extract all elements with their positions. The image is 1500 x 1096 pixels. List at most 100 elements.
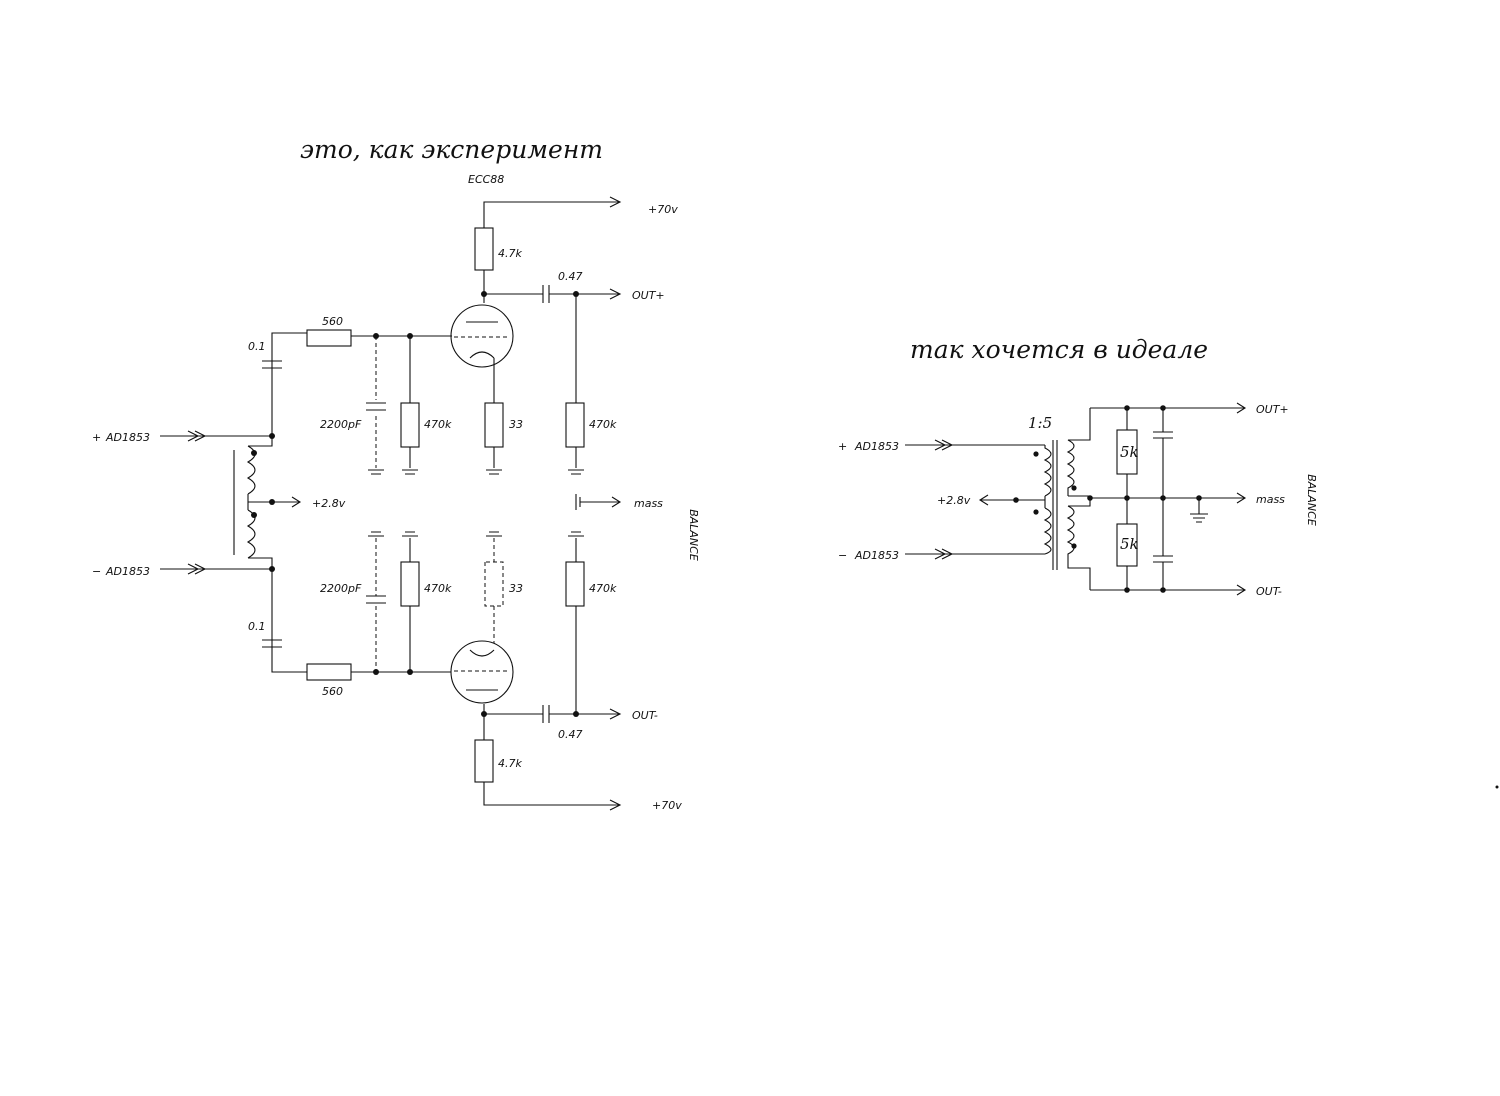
r-secondary-winding-b: [1066, 505, 1091, 590]
input-minus-label: AD1853: [105, 565, 150, 578]
r-resistor-top: [1116, 429, 1138, 475]
stray-dot: [1495, 785, 1499, 789]
shunt-capacitor-top-label: 2200pF: [320, 418, 362, 431]
r-secondary-center-tap: [1068, 495, 1091, 507]
r-phase-dot-b: [1033, 509, 1039, 515]
ground-symbol-b: [402, 469, 418, 475]
tube-bottom: [450, 640, 514, 704]
grid-resistor-top: [400, 402, 420, 448]
grid-resistor-top-label: 470k: [424, 418, 452, 431]
ground-symbol-a: [368, 469, 384, 475]
load-resistor-bottom-wire: [568, 531, 584, 714]
out-plus-label: OUT+: [632, 289, 665, 302]
output-capacitor-bottom: [542, 705, 550, 723]
tube-label: ECC88: [468, 173, 504, 186]
r-bias-label: +2.8v: [937, 494, 971, 507]
input-wire-top: [271, 332, 307, 436]
r-bias-wire: [980, 496, 1046, 508]
shunt-capacitor-bottom-label: 2200pF: [320, 582, 362, 595]
supply-wire-top: [483, 201, 620, 228]
cathode-resistor-bottom: [484, 538, 504, 645]
output-capacitor-top-label: 0.47: [558, 270, 583, 283]
supply-wire-bottom: [483, 782, 620, 806]
out-minus-label: OUT-: [632, 709, 658, 722]
transformer-wire-top: [248, 436, 273, 447]
input-wire-bottom: [271, 569, 307, 673]
r-bias-junction: [1013, 497, 1019, 503]
r-phase-dot-d: [1071, 543, 1077, 549]
r-primary-winding-b: [1043, 507, 1052, 555]
r-junction-f: [1160, 587, 1166, 593]
r-resistor-bottom: [1116, 523, 1138, 567]
r-primary-winding-a: [1043, 445, 1052, 497]
r-phase-dot-c: [1071, 485, 1077, 491]
input-plus-label: AD1853: [105, 431, 150, 444]
load-resistor-bottom: [565, 561, 585, 607]
r-input-plus-label: AD1853: [854, 440, 899, 453]
r-secondary-winding-a: [1066, 408, 1091, 496]
series-resistor-top: [306, 329, 352, 347]
r-junction-c: [1124, 587, 1130, 593]
r-input-plus-sign: +: [838, 440, 847, 453]
series-resistor-bottom-label: 560: [322, 685, 343, 698]
series-resistor-bottom: [306, 663, 352, 681]
bias-arrow: [291, 496, 302, 508]
r-bias-arrow: [978, 494, 989, 506]
load-resistor-top-label: 470k: [589, 418, 617, 431]
cathode-resistor-top-label: 33: [509, 418, 523, 431]
tube-top-cathode: [469, 351, 495, 359]
output-capacitor-bottom-label: 0.47: [558, 728, 583, 741]
grid-junction-bottom-a: [373, 669, 379, 675]
input-minus-sign: −: [92, 565, 101, 578]
input-capacitor-top-label: 0.1: [248, 340, 266, 353]
right-handwritten-title: так хочется в идеале: [910, 335, 1208, 364]
grid-junction-bottom-b: [407, 669, 413, 675]
bias-label: +2.8v: [312, 497, 346, 510]
r-out-plus-label: OUT+: [1256, 403, 1289, 416]
r-ground-symbol: [1190, 498, 1208, 523]
transformer-phase-dot-a: [251, 450, 257, 456]
ground-symbol-e: [368, 531, 384, 537]
r-resistor-top-label: 5k: [1120, 443, 1139, 461]
mass-arrow: [611, 496, 622, 508]
transformer-phase-dot-b: [251, 512, 257, 518]
r-input-minus-label: AD1853: [854, 549, 899, 562]
out-arrow-top: [609, 288, 622, 300]
r-input-plus-connector: [934, 439, 954, 451]
transformer-winding-b: [246, 509, 256, 559]
ground-symbol-d: [568, 469, 584, 475]
plate-resistor-top-label: 4.7k: [498, 247, 522, 260]
out-arrow-bottom: [609, 708, 622, 720]
cathode-resistor-top: [484, 402, 504, 448]
supply-arrow-top: [609, 196, 622, 208]
series-resistor-top-label: 560: [322, 315, 343, 328]
r-out-minus-arrow: [1236, 584, 1247, 596]
transformer-ratio: 1:5: [1028, 414, 1052, 432]
balance-label-right: BALANCE: [1305, 474, 1318, 526]
grid-resistor-bottom-wire: [402, 531, 418, 670]
plate-resistor-top: [474, 227, 494, 271]
ground-symbol-f: [486, 531, 502, 537]
r-phase-dot-a: [1033, 451, 1039, 457]
r-mass-label: mass: [1256, 493, 1285, 506]
r-ct-junction: [1087, 495, 1093, 501]
grid-resistor-bottom: [400, 561, 420, 607]
r-capacitor-bottom: [1153, 555, 1173, 563]
r-out-minus-label: OUT-: [1256, 585, 1282, 598]
input-minus-connector: [187, 563, 207, 575]
shunt-capacitor-bottom: [366, 595, 386, 604]
input-plus-connector: [187, 430, 207, 442]
left-handwritten-title: это, как эксперимент: [300, 135, 603, 164]
r-mass-arrow: [1236, 492, 1247, 504]
plate-resistor-bottom: [474, 739, 494, 783]
mass-label: mass: [634, 497, 663, 510]
r-junction-b: [1124, 495, 1130, 501]
transformer-wire-bottom: [248, 557, 273, 569]
r-resistor-bottom-label: 5k: [1120, 535, 1139, 553]
r-capacitor-top: [1153, 431, 1173, 439]
right-schematic: так хочется в идеале 1:5 + AD1853 − AD18…: [838, 335, 1318, 598]
load-resistor-top: [565, 402, 585, 448]
input-plus-sign: +: [92, 431, 101, 444]
r-out-plus-arrow: [1236, 402, 1247, 414]
